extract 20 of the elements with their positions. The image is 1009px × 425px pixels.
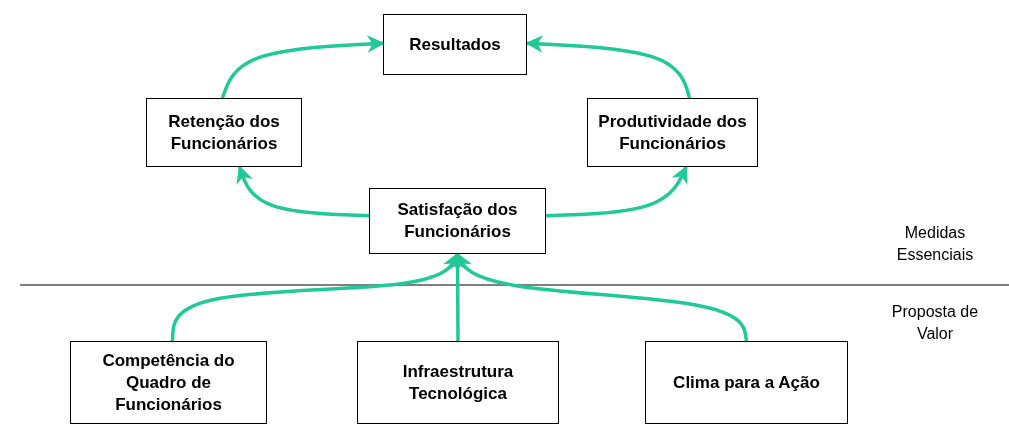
- process-box: [146, 98, 302, 167]
- section-label: Medidas Essenciais: [895, 223, 975, 265]
- section-label: Proposta de Valor: [890, 302, 980, 344]
- node-label: Clima para a Ação: [673, 371, 820, 394]
- process-box: [369, 188, 546, 254]
- arrow: [525, 35, 692, 99]
- process-box: [383, 14, 527, 75]
- process-box: [645, 341, 848, 424]
- process-box: [357, 341, 559, 424]
- node-label: Infraestrutura Tecnológica: [401, 360, 515, 405]
- node-label: Retenção dos Funcionários: [167, 110, 281, 155]
- process-box: [70, 341, 267, 424]
- process-box: [587, 98, 758, 167]
- arrow: [220, 35, 385, 99]
- node-label: Satisfação dos Funcionários: [396, 199, 519, 243]
- arrow: [545, 165, 688, 218]
- node-label: Resultados: [409, 33, 501, 56]
- arrow: [236, 165, 370, 218]
- node-label: Competência do Quadro de Funcionários: [101, 349, 236, 416]
- node-label: Produtividade dos Funcionários: [597, 110, 748, 155]
